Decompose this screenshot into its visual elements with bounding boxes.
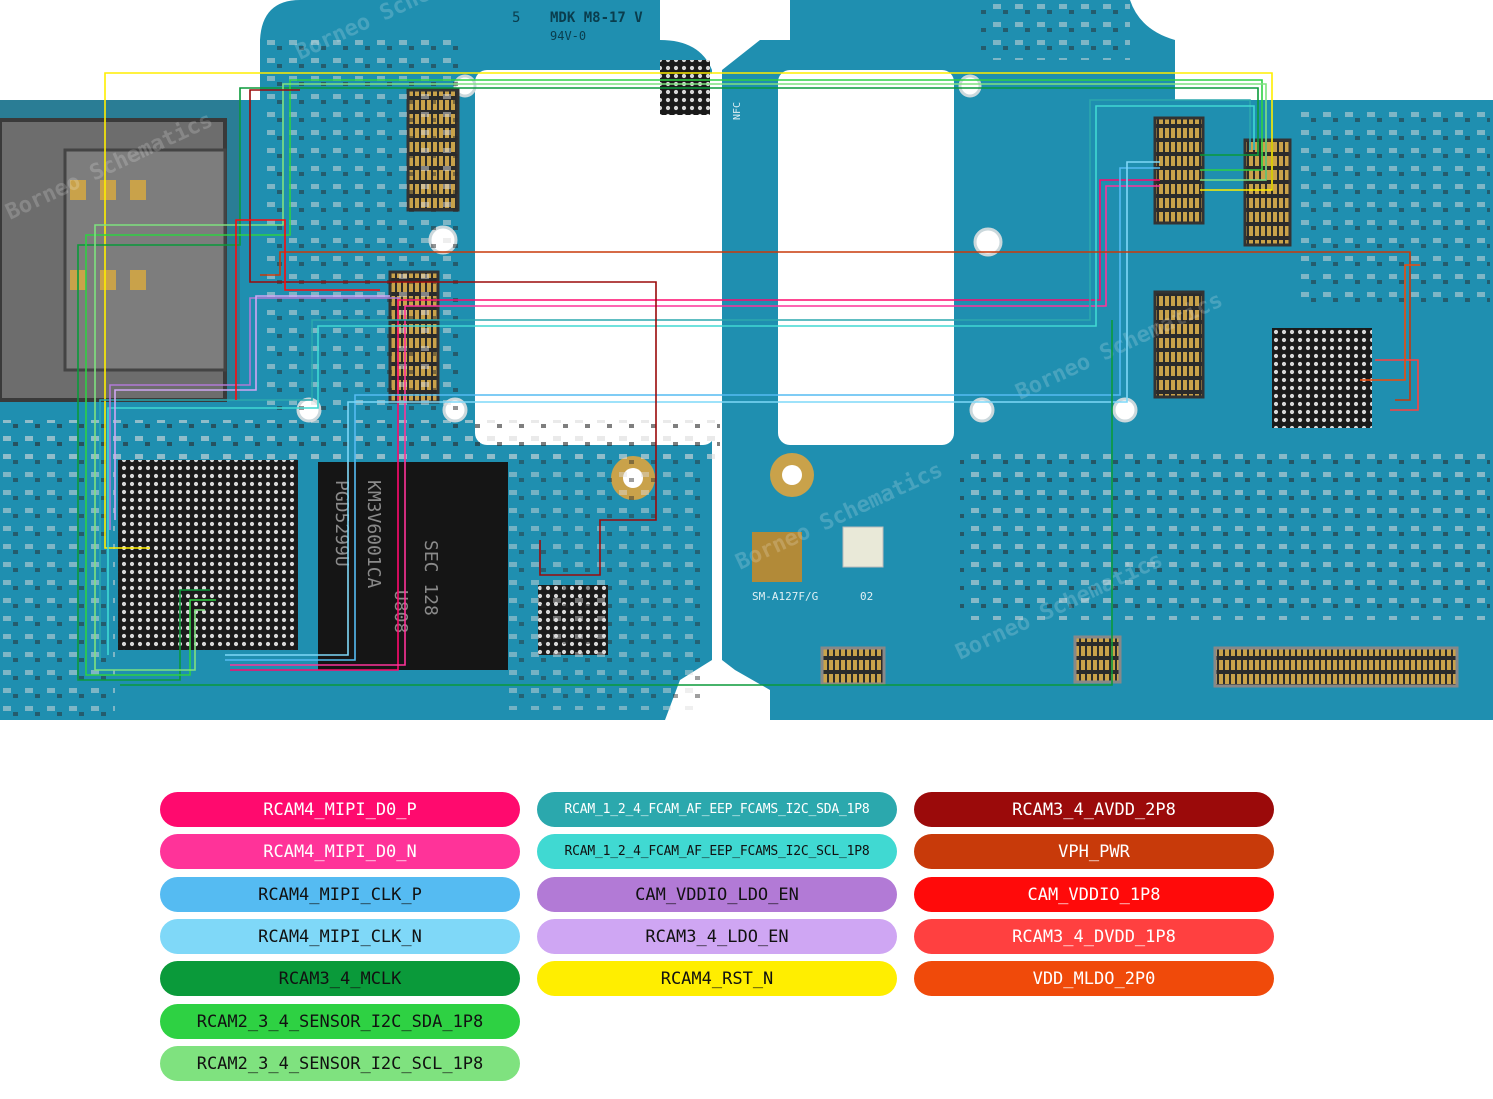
trace-cam-vddio-ldo-en bbox=[109, 297, 400, 530]
pcb-rev-text: 02 bbox=[860, 590, 873, 603]
legend-item-rcam3-4-dvdd-1p8: RCAM3_4_DVDD_1P8 bbox=[914, 919, 1274, 954]
flash-led bbox=[842, 526, 884, 568]
legend-item-rcam4-mipi-clk-n: RCAM4_MIPI_CLK_N bbox=[160, 919, 520, 954]
trace-vdd-mldo-2p0 bbox=[1360, 264, 1420, 381]
ram-text-2: PGD5299U bbox=[331, 480, 352, 567]
trace-rcam3-4-ldo-en bbox=[114, 295, 390, 520]
legend-item-rcam2-3-4-sensor-i2c-scl-1p8: RCAM2_3_4_SENSOR_I2C_SCL_1P8 bbox=[160, 1046, 520, 1081]
legend-item-cam-vddio-ldo-en: CAM_VDDIO_LDO_EN bbox=[537, 877, 897, 912]
legend-item-rcam4-mipi-clk-p: RCAM4_MIPI_CLK_P bbox=[160, 877, 520, 912]
trace-cam-vddio-1p8 bbox=[235, 219, 380, 400]
legend-item-rcam4-mipi-d0-p: RCAM4_MIPI_D0_P bbox=[160, 792, 520, 827]
pcb-model-text: SM-A127F/G bbox=[752, 590, 818, 603]
legend-item-rcam4-rst-n: RCAM4_RST_N bbox=[537, 961, 897, 996]
legend-item-rcam3-4-avdd-2p8: RCAM3_4_AVDD_2P8 bbox=[914, 792, 1274, 827]
legend-item-rcam2-3-4-sensor-i2c-sda-1p8: RCAM2_3_4_SENSOR_I2C_SDA_1P8 bbox=[160, 1004, 520, 1039]
left-board bbox=[0, 0, 720, 720]
pcb-top-text2: 94V-0 bbox=[550, 29, 586, 43]
legend-item-vdd-mldo-2p0: VDD_MLDO_2P0 bbox=[914, 961, 1274, 996]
trace-fcam-i2c-sda bbox=[99, 99, 1251, 660]
trace-rcam4-rst-n bbox=[104, 72, 1273, 549]
trace-rcam4-mipi-d0-n bbox=[230, 185, 1160, 666]
legend-item-rcam-1-2-4-fcam-af-eep-fcams-i2c-sda-1p8: RCAM_1_2_4_FCAM_AF_EEP_FCAMS_I2C_SDA_1P8 bbox=[537, 792, 897, 827]
ram-text-3: SEC 128 bbox=[420, 540, 441, 616]
ram-text-4: U808 bbox=[390, 590, 411, 633]
legend-item-vph-pwr: VPH_PWR bbox=[914, 834, 1274, 869]
signal-traces bbox=[77, 72, 1420, 686]
qr-code bbox=[752, 532, 802, 582]
trace-rcam3-4-mclk bbox=[77, 87, 1259, 681]
right-board bbox=[722, 0, 1493, 720]
legend-item-rcam-1-2-4-fcam-af-eep-fcams-i2c-scl-1p8: RCAM_1_2_4_FCAM_AF_EEP_FCAMS_I2C_SCL_1P8 bbox=[537, 834, 897, 869]
trace-rcam4-mipi-clk-n bbox=[225, 161, 1160, 656]
trace-rcam3-4-avdd-2p8 bbox=[249, 89, 657, 576]
trace-fcam-i2c-scl bbox=[107, 105, 1255, 655]
trace-sensor-sda bbox=[85, 79, 1263, 676]
legend-item-rcam3-4-mclk: RCAM3_4_MCLK bbox=[160, 961, 520, 996]
nfc-label: NFC bbox=[732, 102, 743, 120]
ram-text-1: KM3V6001CA bbox=[363, 480, 384, 589]
soc-chip bbox=[118, 460, 298, 650]
pcb-board-diagram: MDK M8-17 V 94V-0 5 SM-A127F/G 02 NFC KM… bbox=[0, 0, 1493, 720]
pcb-top-text: MDK M8-17 V bbox=[550, 10, 643, 26]
pcb-five: 5 bbox=[512, 10, 520, 26]
trace-rcam3-4-dvdd-1p8 bbox=[1375, 359, 1419, 411]
ram-chip bbox=[318, 462, 508, 670]
legend-item-cam-vddio-1p8: CAM_VDDIO_1P8 bbox=[914, 877, 1274, 912]
pmic-chip bbox=[1272, 328, 1372, 428]
trace-vph-pwr bbox=[260, 251, 1411, 401]
legend-item-rcam4-mipi-d0-n: RCAM4_MIPI_D0_N bbox=[160, 834, 520, 869]
trace-sensor-scl bbox=[94, 83, 1267, 671]
legend-item-rcam3-4-ldo-en: RCAM3_4_LDO_EN bbox=[537, 919, 897, 954]
trace-ground-link bbox=[120, 320, 1113, 686]
trace-rcam4-mipi-d0-p bbox=[230, 179, 1160, 671]
